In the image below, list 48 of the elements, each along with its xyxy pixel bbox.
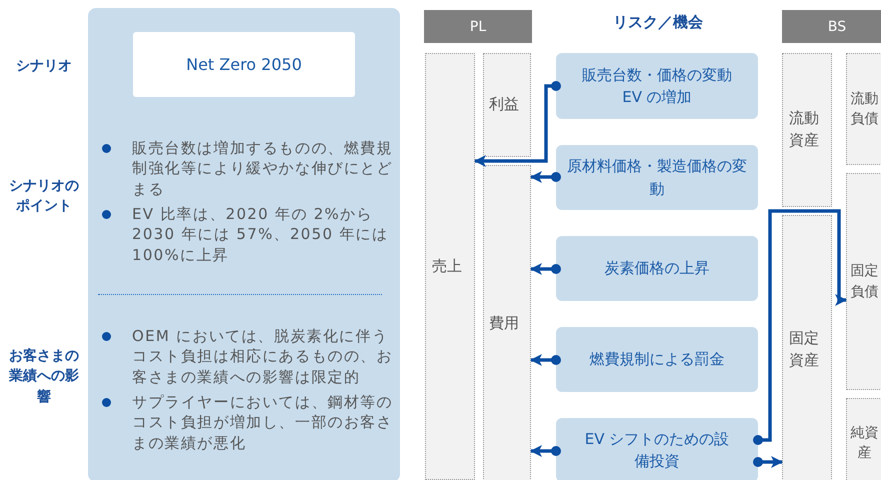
risk-text: EV シフトのための設備投資 [584,428,730,472]
risk-text: 販売台数・価格の変動 [582,64,732,86]
statement-item-box [483,53,531,157]
item-text: 費用 [488,313,520,334]
bullet-text: OEM においては、脱炭素化に伴うコスト負担は相応にあるものの、お客さまの業績への影響は限定的 [132,326,394,387]
statement-item-box [846,173,881,390]
arrow [530,354,561,366]
item-text: 流動負債 [850,90,879,129]
risk-box [556,236,758,301]
bullet-text: サプライヤーにおいては、鋼材等のコスト負担が増加し、一部のお客さまの業績が悪化 [132,392,394,453]
row-label: お客さまの業績への影響 [8,346,80,407]
arrow [530,445,561,457]
risk-box [556,327,758,392]
item-text: Net Zero 2050 [186,55,302,74]
risk-text: 原材料価格・製造価格の変動 [567,156,747,200]
risk-text: 炭素価格の上昇 [604,258,710,280]
arrow [530,263,561,275]
statement-item-box [483,165,531,480]
arrow [753,456,783,468]
header-text: PL [470,18,486,34]
header-text: BS [828,18,846,34]
risk-box [556,145,758,210]
risk-box [556,418,758,480]
bullet-text: 販売台数は増加するものの、燃費規制強化等により緩やかな伸びにとどまる [132,138,394,199]
arrow [474,81,561,167]
row-label: シナリオのポイント [8,177,80,216]
item-text: 利益 [488,94,520,116]
item-text: 固定負債 [850,262,879,302]
column-heading: リスク／機会 [612,12,704,33]
statement-item-box [425,53,475,480]
risk-text: 燃費規制による罰金 [590,349,724,370]
item-text: 固定資産 [788,328,820,371]
item-text: 流動資産 [788,108,820,151]
arrow [530,171,561,183]
statement-item-box [846,53,881,165]
header-bar [782,10,881,43]
item-text: 売上 [431,256,463,277]
scenario-box [133,32,355,97]
risk-box [556,53,758,119]
statement-item-box [782,215,832,480]
bullet-text: EV 比率は、2020 年の 2%から2030 年には 57%、2050 年には100%に上昇 [132,204,390,265]
row-label: シナリオ [15,57,73,76]
item-text: 純資産 [850,424,879,463]
risk-text: EV の増加 [622,87,692,108]
scenario-panel [88,8,400,480]
arrow [753,209,847,445]
statement-item-box [782,53,832,207]
header-bar [424,10,532,43]
